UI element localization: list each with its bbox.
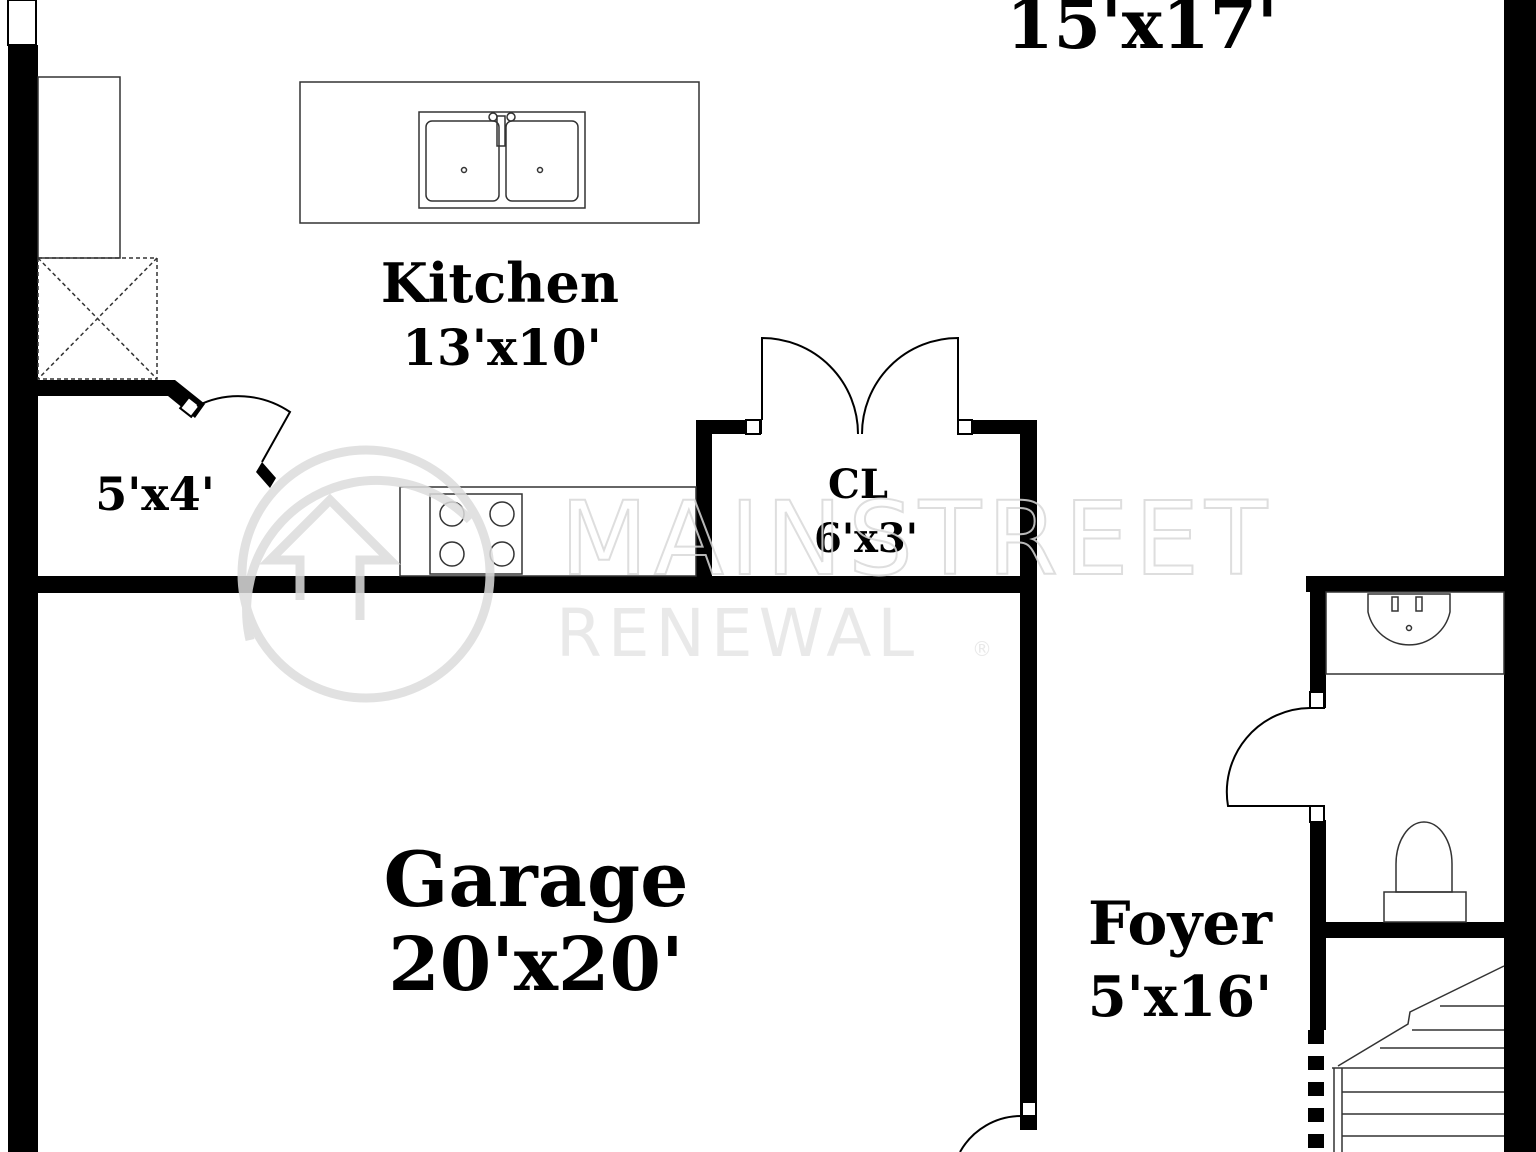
bath-door-swing-icon [1225, 707, 1311, 807]
wall-stair-dash-1 [1308, 1030, 1324, 1044]
wall-stair-dash-5 [1308, 1134, 1324, 1148]
watermark-registered: ® [972, 637, 992, 661]
wall-closet-top-right [958, 420, 1037, 434]
wall-closet-left [696, 420, 712, 580]
room-labels: 15'x17' Kitchen 13'x10' 5'x4' CL 6'x3' G… [95, 0, 1278, 1030]
kitchen-dims: 13'x10' [402, 318, 602, 377]
wall-pantry-top [38, 380, 205, 418]
wall-stair-left-solid [1310, 938, 1326, 1030]
watermark: MAINSTREET RENEWAL ® [237, 445, 1273, 703]
toilet-icon [1383, 821, 1467, 923]
stove-icon [429, 493, 523, 575]
wall-bath-left-lower [1310, 820, 1326, 930]
wall-bath-outer-top [1306, 576, 1504, 592]
wall-garage-right [1020, 420, 1037, 1130]
stairs-icon [1332, 965, 1505, 1152]
garage-door-swing-icon [959, 1114, 1023, 1152]
counter-left [37, 76, 121, 259]
door-swings [196, 336, 1311, 1152]
double-sink-icon [418, 111, 586, 209]
foyer-dims: 5'x16' [1088, 964, 1273, 1030]
wall-right-lower [1504, 592, 1536, 1152]
wall-left-top-stub [7, 0, 37, 46]
wall-right-exterior [1504, 0, 1536, 592]
top-room-dims: 15'x17' [1006, 0, 1277, 65]
counter-stove [399, 486, 697, 577]
kitchen-island [299, 81, 700, 224]
watermark-logo-icon [237, 445, 495, 703]
foyer-name: Foyer [1088, 889, 1273, 959]
bath-fixtures [1325, 591, 1505, 923]
bath-partition [1325, 591, 1505, 675]
wall-stair-dash-2 [1308, 1056, 1324, 1070]
closet-door-swing-icon [761, 336, 959, 435]
watermark-sub: RENEWAL [556, 595, 920, 672]
walls [7, 0, 1536, 1152]
closet-dims: 6'x3' [814, 515, 918, 562]
wall-stair-dash-4 [1308, 1108, 1324, 1122]
door-jambs [178, 395, 1325, 1117]
wall-bath-bottom [1310, 922, 1504, 938]
refrigerator-icon [37, 257, 158, 380]
watermark-brand: MAINSTREET [560, 480, 1273, 599]
kitchen-name: Kitchen [381, 251, 619, 315]
closet-name: CL [828, 461, 888, 508]
wall-garage-top [38, 576, 1024, 593]
garage-name: Garage [384, 835, 689, 924]
wall-stair-dash-3 [1308, 1082, 1324, 1096]
bathroom-sink-icon [1367, 593, 1451, 646]
wall-left-exterior [8, 45, 38, 1152]
pantry-dims: 5'x4' [95, 467, 215, 521]
pantry-door-swing-icon [196, 395, 292, 463]
wall-bath-left-upper [1310, 590, 1326, 708]
wall-pantry-right [256, 462, 276, 488]
garage-dims: 20'x20' [388, 922, 683, 1008]
